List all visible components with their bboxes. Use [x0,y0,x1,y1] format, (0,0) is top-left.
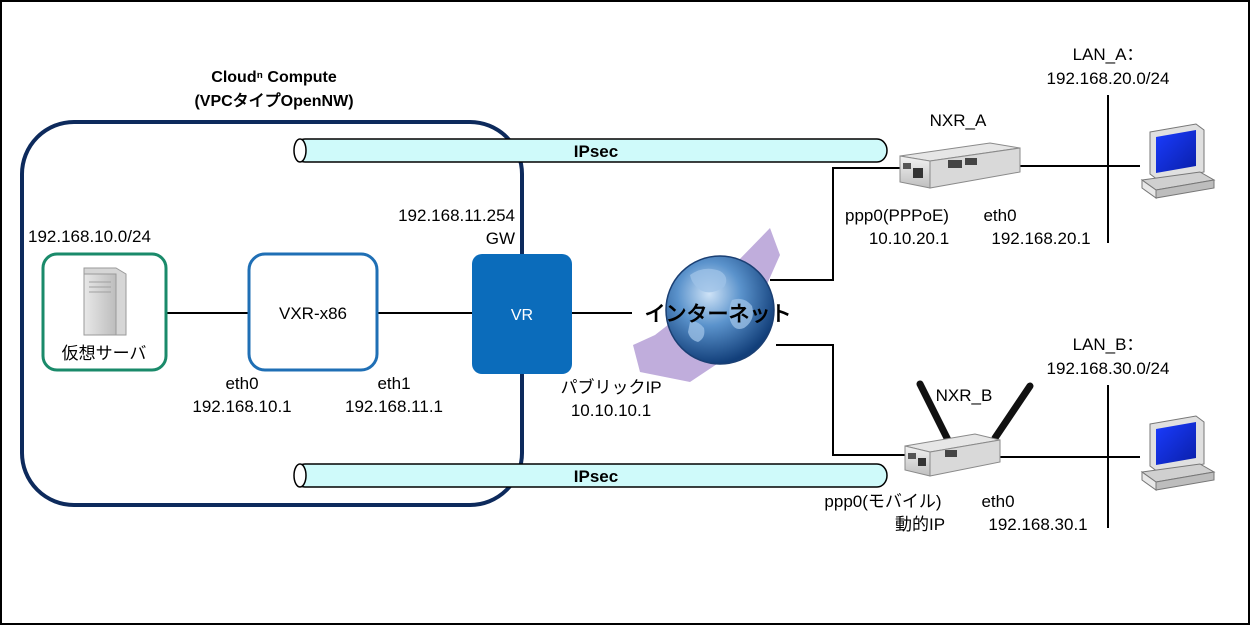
tunnel-end [293,463,307,488]
vr-box [472,254,572,374]
vxr-box [247,252,379,372]
lan-b-name: LAN_B： [1073,335,1144,354]
nxr-a-eth0-name: eth0 [983,206,1016,225]
nxr-b-node: NXR_B [904,380,1034,477]
connection-lines [166,95,1140,528]
pc-b-icon [1140,415,1216,491]
router-a-icon [899,142,1021,189]
gw-label: GW [486,229,515,248]
vxr-node: VXR-x86 [247,252,379,372]
antenna-right-icon [991,382,1034,442]
vxr-eth0-ip: 192.168.10.1 [192,397,291,416]
vxr-eth1-name: eth1 [377,374,410,393]
tunnel-top-label: IPsec [574,142,618,161]
tunnel-end [293,138,307,163]
link-internet-nxr-a [770,167,900,281]
antenna-left-icon [916,380,952,444]
vr-node: VR [472,254,572,374]
lan-b-subnet: 192.168.30.0/24 [1047,359,1170,378]
pc-a-icon [1140,123,1216,199]
tunnel-bottom-label: IPsec [574,467,618,486]
server-tower-icon [83,267,127,336]
globe-continents [688,268,753,342]
internet-label: インターネット [645,303,792,326]
vr-public-name: パブリックIP [560,377,661,397]
vxr-eth0-name: eth0 [225,374,258,393]
nxr-b-eth0-ip: 192.168.30.1 [988,515,1087,534]
nxr-b-eth0-name: eth0 [981,492,1014,511]
internet-cloud: インターネット [633,228,792,382]
cloud-title-line2: (VPCタイプOpenNW) [194,91,353,110]
nxr-a-node: NXR_A [899,111,1021,189]
nxr-a-ppp0-name: ppp0(PPPoE) [845,206,949,225]
virtual-server-node: 仮想サーバ [41,252,168,372]
cloud-subnet-label: 192.168.10.0/24 [28,227,151,246]
nxr-b-ppp0-name: ppp0(モバイル) [824,492,941,511]
lan-a-name: LAN_A： [1073,45,1144,64]
ipsec-tunnel-bottom: IPsec [293,463,888,488]
cloud-title-line1: Cloudⁿ Compute [211,69,337,86]
vr-label: VR [511,307,533,324]
nxr-a-eth0-ip: 192.168.20.1 [991,229,1090,248]
gw-ip-label: 192.168.11.254 [398,206,515,225]
nxr-a-ppp0-ip: 10.10.20.1 [869,229,949,248]
router-b-icon [904,380,1034,477]
server-label: 仮想サーバ [62,344,147,363]
nxr-b-label: NXR_B [936,386,993,405]
link-internet-nxr-b [776,344,905,456]
nxr-a-label: NXR_A [930,111,987,130]
ipsec-tunnel-top: IPsec [293,138,888,163]
lan-a-subnet: 192.168.20.0/24 [1047,69,1170,88]
vxr-label: VXR-x86 [279,304,347,323]
nxr-b-ppp0-ip: 動的IP [895,515,945,534]
vxr-eth1-ip: 192.168.11.1 [345,397,443,416]
vr-public-ip: 10.10.10.1 [571,401,651,420]
